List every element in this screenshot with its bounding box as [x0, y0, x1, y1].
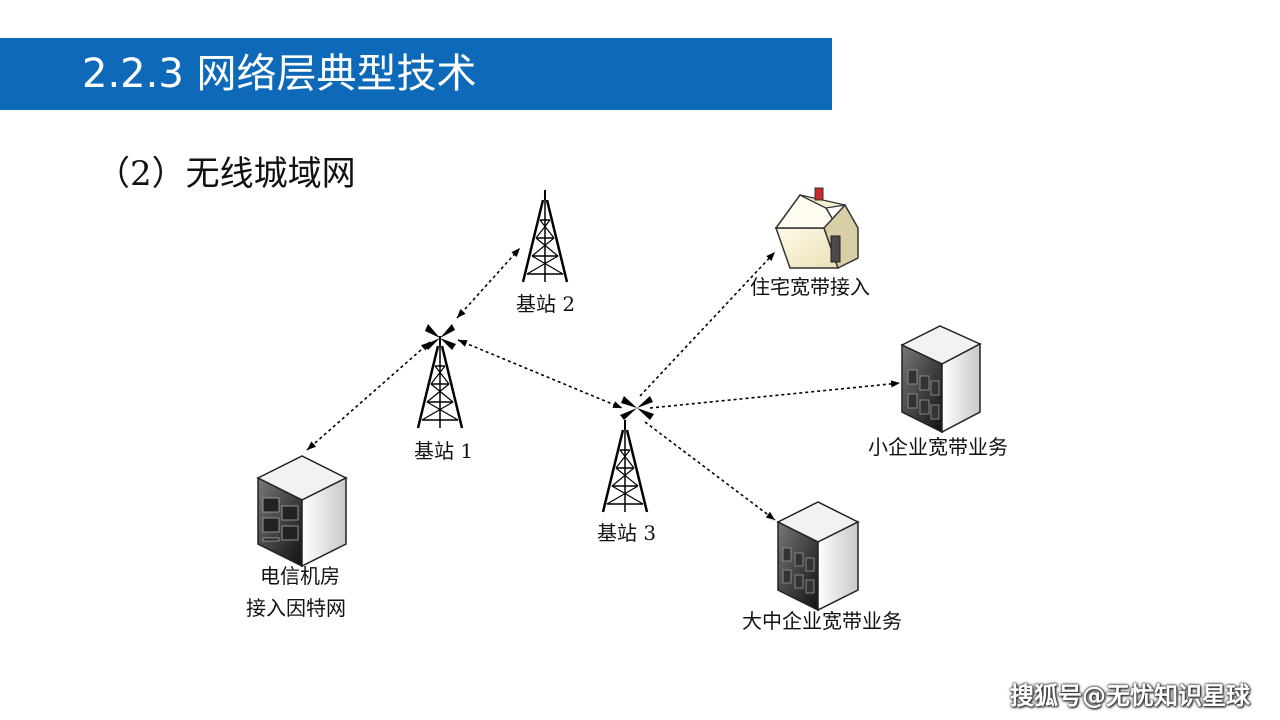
- page-title: 2.2.3 网络层典型技术: [82, 51, 477, 97]
- link-bs1-bs3: [457, 339, 623, 409]
- antenna-icon: [424, 324, 654, 420]
- link-bs1-telecom: [306, 341, 431, 451]
- label-base-station-1: 基站 1: [414, 439, 473, 463]
- house-icon: [774, 187, 859, 270]
- label-large-business: 大中企业宽带业务: [742, 609, 902, 633]
- section-subtitle: （2）无线城域网: [96, 154, 356, 194]
- tower-icon: [416, 334, 464, 430]
- label-small-business: 小企业宽带业务: [868, 435, 1008, 459]
- link-bs3-small-biz: [649, 380, 901, 409]
- link-bs3-large-biz: [644, 421, 776, 521]
- tower-icon: [521, 188, 569, 284]
- wireless-links: [306, 247, 901, 521]
- label-internet-access: 接入因特网: [246, 596, 346, 620]
- link-bs1-bs2: [456, 247, 521, 319]
- label-telecom-room: 电信机房: [260, 564, 340, 588]
- building-icon: [776, 501, 860, 612]
- title-bar: 2.2.3 网络层典型技术: [0, 38, 832, 110]
- tower-icon: [601, 418, 649, 514]
- server-building-icon: [256, 455, 348, 568]
- label-base-station-3: 基站 3: [597, 521, 656, 545]
- label-base-station-2: 基站 2: [516, 292, 575, 316]
- building-icon: [900, 325, 982, 434]
- watermark: 搜狐号@无忧知识星球: [1010, 682, 1250, 710]
- label-home-broadband: 住宅宽带接入: [750, 275, 870, 299]
- link-bs3-home: [639, 251, 776, 397]
